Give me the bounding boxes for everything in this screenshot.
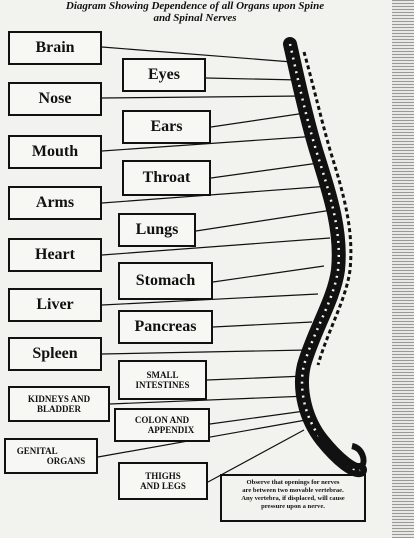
- organ-brain: Brain: [8, 31, 102, 65]
- line-throat: [211, 162, 326, 178]
- organ-spleen: Spleen: [8, 337, 102, 371]
- line-eyes: [206, 78, 300, 80]
- line-lungs: [196, 210, 332, 231]
- organ-arms: Arms: [8, 186, 102, 220]
- organ-liver: Liver: [8, 288, 102, 322]
- line-spleen: [102, 350, 308, 354]
- organ-nose: Nose: [8, 82, 102, 116]
- organ-lungs: Lungs: [118, 213, 196, 247]
- line-ears: [211, 112, 312, 127]
- organ-mouth: Mouth: [8, 135, 102, 169]
- organ-heart: Heart: [8, 238, 102, 272]
- organ-throat: Throat: [122, 160, 211, 196]
- line-pancreas: [213, 322, 312, 327]
- organ-ears: Ears: [122, 110, 211, 144]
- line-small-intestines: [207, 376, 306, 380]
- line-stomach: [213, 266, 324, 282]
- page-edge: [392, 0, 414, 538]
- organ-thighs-legs: THIGHS AND LEGS: [118, 462, 208, 500]
- organ-pancreas: Pancreas: [118, 310, 213, 344]
- organ-eyes: Eyes: [122, 58, 206, 92]
- explanatory-note: Observe that openings for nerves are bet…: [220, 474, 366, 522]
- organ-genital-organs: GENITAL ORGANS: [4, 438, 98, 474]
- organ-colon-appendix: COLON AND APPENDIX: [114, 408, 210, 442]
- organ-stomach: Stomach: [118, 262, 213, 300]
- organ-small-intestines: SMALL INTESTINES: [118, 360, 207, 400]
- organ-kidneys-bladder: KIDNEYS AND BLADDER: [8, 386, 110, 422]
- line-nose: [102, 96, 302, 98]
- vertebral-column: [290, 44, 364, 470]
